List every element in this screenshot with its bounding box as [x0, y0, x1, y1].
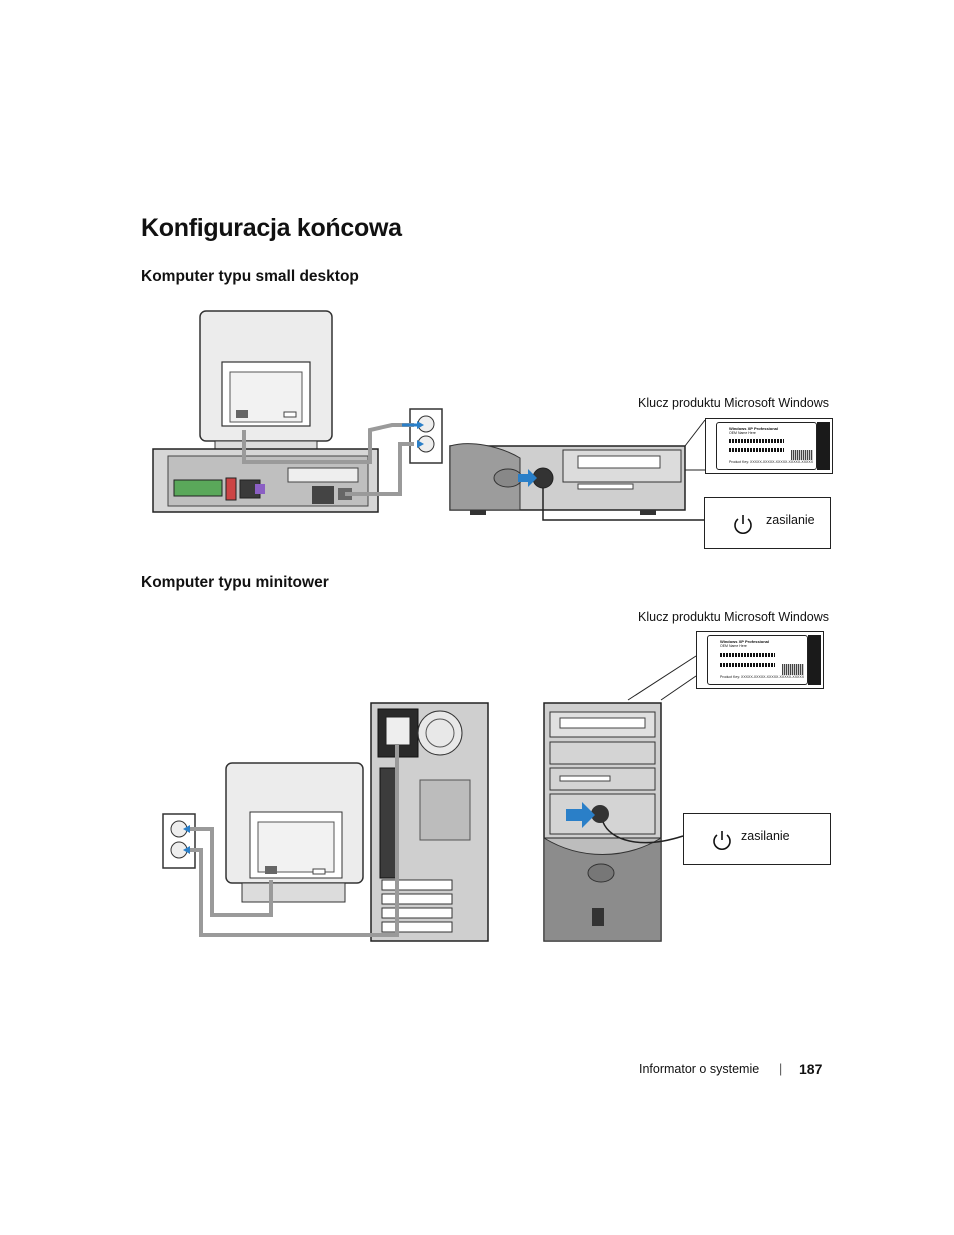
tower-front-icon: [543, 702, 662, 942]
power-icon: [734, 515, 752, 534]
wall-outlet-icon: [162, 813, 196, 869]
desktop-back-icon: [152, 448, 379, 513]
sticker-product-key: Product Key: XXXXX-XXXXX-XXXXX-XXXXX-XXX…: [720, 675, 805, 679]
section-heading-minitower: Komputer typu minitower: [141, 574, 329, 591]
sticker-line1: Windows XP Professional: [729, 426, 779, 431]
monitor-icon: [225, 762, 364, 903]
monitor-icon: [199, 310, 333, 453]
product-key-sticker-2: Windows XP Professional OEM Name Here Pr…: [696, 631, 824, 689]
page-title: Konfiguracja końcowa: [141, 214, 402, 242]
sticker-line2: OEM Name Here: [729, 431, 756, 435]
footer-separator: |: [779, 1062, 783, 1076]
wall-outlet-icon: [409, 408, 443, 464]
product-key-label-1: Klucz produktu Microsoft Windows: [638, 396, 830, 410]
sticker-line1: Windows XP Professional: [720, 639, 770, 644]
hologram: [782, 664, 804, 675]
footer-text: Informator o systemie: [639, 1062, 760, 1076]
hologram: [791, 450, 813, 460]
desktop-front-icon: [449, 443, 686, 515]
sticker-card: Windows XP Professional OEM Name Here Pr…: [716, 422, 817, 470]
sticker-product-key: Product Key: XXXXX-XXXXX-XXXXX-XXXXX-XXX…: [729, 460, 814, 464]
power-callout-2: zasilanie: [683, 813, 831, 865]
barcode: [720, 653, 775, 657]
tower-back-icon: [370, 702, 489, 942]
page-number: 187: [799, 1061, 823, 1077]
barcode: [720, 663, 775, 667]
product-key-sticker-1: Windows XP Professional OEM Name Here Pr…: [705, 418, 833, 474]
barcode: [729, 439, 784, 443]
section-heading-small-desktop: Komputer typu small desktop: [141, 268, 359, 285]
sticker-line2: OEM Name Here: [720, 644, 747, 648]
power-callout-1: zasilanie: [704, 497, 831, 549]
sticker-side-band: [817, 422, 830, 470]
sticker-card: Windows XP Professional OEM Name Here Pr…: [707, 635, 808, 685]
power-label-2: zasilanie: [741, 829, 790, 843]
power-label-1: zasilanie: [766, 513, 815, 527]
power-icon: [713, 831, 731, 850]
product-key-label-2: Klucz produktu Microsoft Windows: [638, 610, 830, 624]
sticker-side-band: [808, 635, 821, 685]
barcode: [729, 448, 784, 452]
